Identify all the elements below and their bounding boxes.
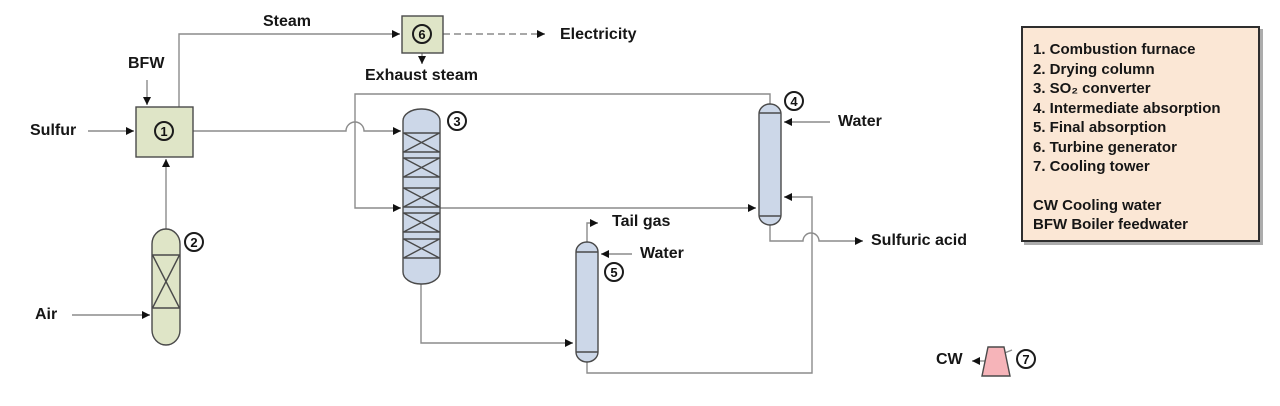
steam-label: Steam — [263, 13, 312, 30]
legend-item-so2-converter: 3. SO₂ converter — [1033, 80, 1151, 97]
combustion-furnace-shape — [135, 106, 194, 158]
legend-item-intermediate-absorption: 4. Intermediate absorption — [1033, 99, 1221, 117]
legend-abbrev-bfw: BFW Boiler feedwater — [1033, 216, 1189, 233]
intermediate-absorption-caps — [759, 112, 781, 217]
tail-gas-line — [586, 219, 598, 242]
furnace-to-converter-line — [193, 121, 401, 135]
unit-number-intermediate-absorption: 4 — [784, 91, 804, 111]
tail-gas-label: Tail gas — [612, 213, 671, 230]
legend-item-cooling-tower: 7. Cooling tower — [1033, 158, 1150, 175]
electricity-label: Electricity — [560, 26, 637, 43]
drying-column-packing — [151, 254, 181, 309]
final-absorption-caps — [576, 251, 598, 353]
intermediate-absorption-shape — [758, 103, 782, 226]
sulfuric-acid-label: Sulfuric acid — [871, 232, 968, 249]
drying-column-shape — [151, 228, 181, 346]
cooling-tower-shape — [981, 346, 1011, 377]
unit-number-so2-converter: 3 — [447, 111, 467, 131]
legend-item-combustion-furnace: 1. Combustion furnace — [1033, 41, 1196, 58]
unit-number-turbine-generator: 6 — [412, 24, 432, 44]
legend-item-final-absorption: 5. Final absorption — [1033, 119, 1167, 136]
legend-abbrev-cw: CW Cooling water — [1033, 196, 1162, 214]
water-intermediate-label: Water — [838, 113, 882, 130]
final-absorption-shape — [575, 241, 599, 363]
sulfur-label: Sulfur — [30, 122, 77, 139]
legend-spacer — [1033, 177, 1250, 196]
air-label: Air — [35, 306, 58, 323]
exhaust-steam-label: Exhaust steam — [365, 67, 478, 84]
unit-number-final-absorption: 5 — [604, 262, 624, 282]
converter-catalyst-beds — [403, 132, 440, 259]
unit-number-drying-column: 2 — [184, 232, 204, 252]
return-gas-line — [354, 93, 771, 212]
acid-recycle-line — [586, 193, 813, 374]
legend-box: 1. Combustion furnace 2. Drying column 3… — [1021, 26, 1260, 242]
cw-label: CW — [936, 351, 963, 368]
steam-line — [178, 30, 400, 107]
unit-number-cooling-tower: 7 — [1016, 349, 1036, 369]
bfw-label: BFW — [128, 55, 165, 72]
legend-item-drying-column: 2. Drying column — [1033, 60, 1155, 78]
water-final-label: Water — [640, 245, 684, 262]
unit-number-combustion-furnace: 1 — [154, 121, 174, 141]
so2-converter-shape — [402, 108, 441, 285]
sulfuric-acid-line — [769, 225, 863, 245]
legend-item-turbine-generator: 6. Turbine generator — [1033, 138, 1177, 156]
converter-to-final-absorber-line — [420, 284, 573, 347]
